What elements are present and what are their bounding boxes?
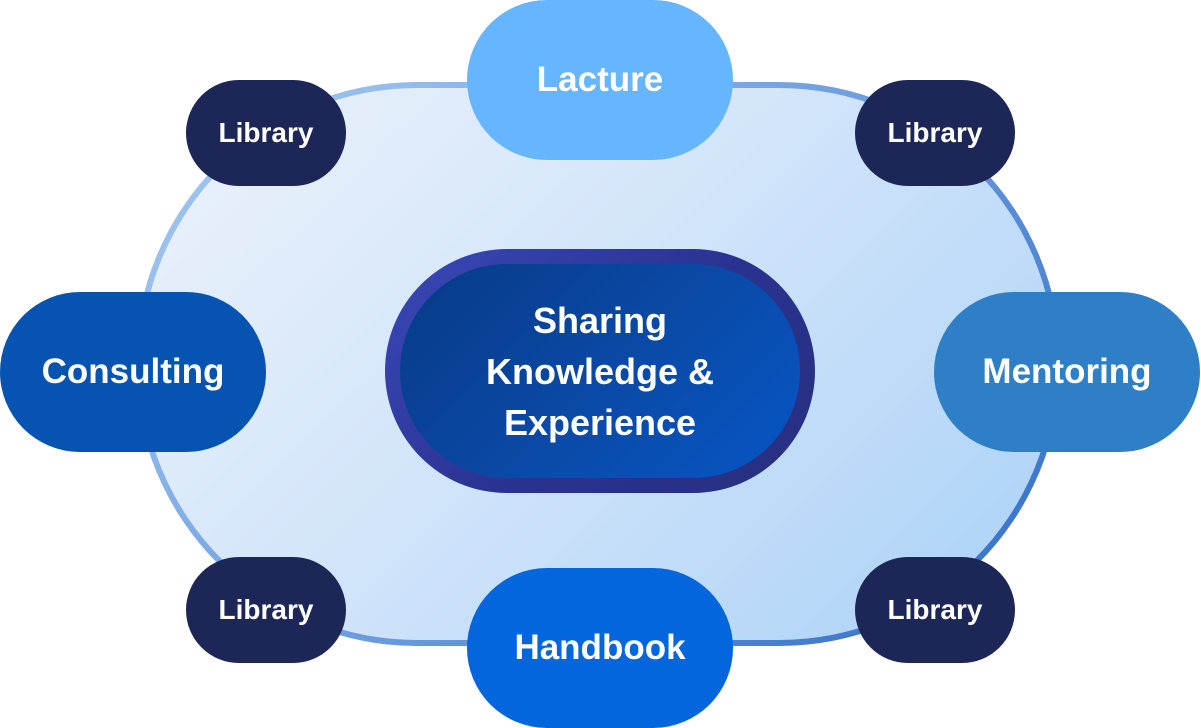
mentoring-label: Mentoring bbox=[982, 352, 1152, 391]
center-node: Sharing Knowledge & Experience bbox=[385, 249, 815, 493]
library-node-top-left: Library bbox=[186, 80, 346, 186]
lacture-label: Lacture bbox=[536, 60, 664, 99]
library-label: Library bbox=[887, 117, 983, 148]
library-label: Library bbox=[218, 594, 314, 625]
library-node-bottom-right: Library bbox=[855, 557, 1015, 663]
mentoring-node: Mentoring bbox=[934, 292, 1200, 452]
handbook-node: Handbook bbox=[467, 568, 733, 728]
library-label: Library bbox=[887, 594, 983, 625]
library-label: Library bbox=[218, 117, 314, 148]
center-title-line-1: Sharing bbox=[532, 299, 667, 341]
center-node-inner: Sharing Knowledge & Experience bbox=[400, 264, 800, 478]
library-node-bottom-left: Library bbox=[186, 557, 346, 663]
lacture-node: Lacture bbox=[467, 0, 733, 160]
center-title-line-2: Knowledge & bbox=[485, 350, 714, 392]
library-node-top-right: Library bbox=[855, 80, 1015, 186]
consulting-label: Consulting bbox=[41, 352, 225, 391]
handbook-label: Handbook bbox=[514, 628, 686, 667]
consulting-node: Consulting bbox=[0, 292, 266, 452]
center-title-line-3: Experience bbox=[503, 401, 697, 443]
